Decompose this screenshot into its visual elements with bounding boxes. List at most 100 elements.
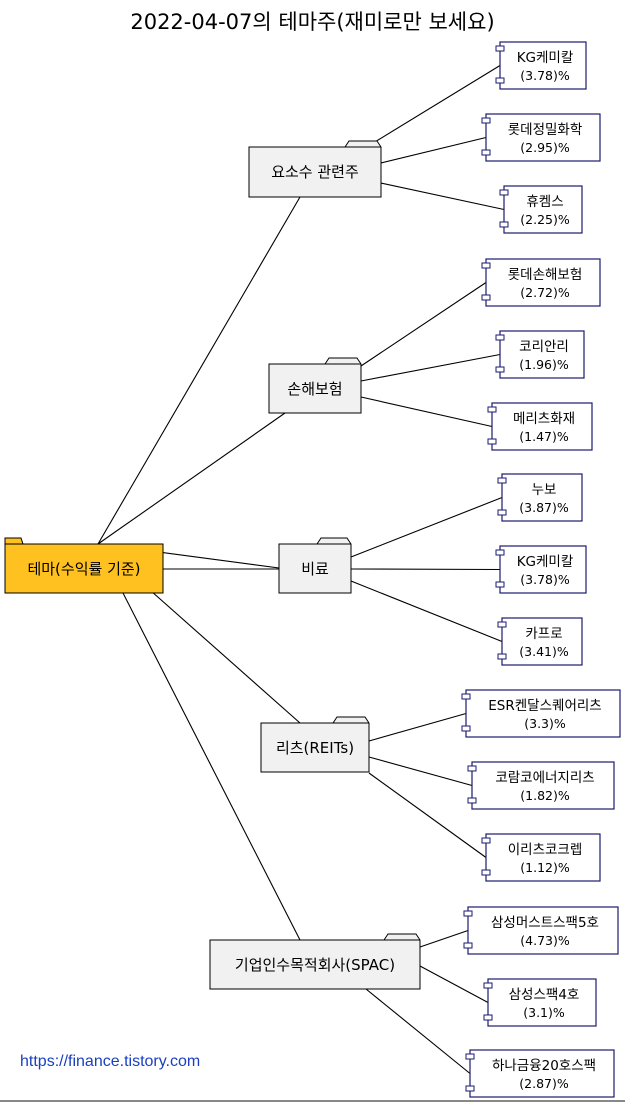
component-port-icon (497, 477, 507, 484)
component-port-icon (495, 581, 505, 588)
component-port-icon (481, 117, 491, 124)
stock-node: KG케미칼 (3.78)% (495, 41, 587, 90)
stock-return: (4.73)% (520, 933, 570, 948)
stock-box (487, 978, 597, 1027)
stock-name: 코리안리 (519, 339, 569, 355)
connector-root-to-theme (97, 412, 286, 545)
component-port-icon (481, 837, 491, 844)
connector-theme-to-stock (364, 65, 501, 149)
connector-theme-to-stock (350, 580, 503, 643)
component-port-icon (467, 765, 477, 772)
stock-box (501, 473, 583, 522)
component-port-icon (481, 869, 491, 876)
stock-box (491, 402, 593, 451)
component-port-icon (487, 406, 497, 413)
stock-name: 이리츠코크렙 (508, 842, 583, 858)
stock-box (503, 185, 583, 234)
root-box (4, 543, 164, 594)
stock-return: (2.87)% (519, 1076, 569, 1091)
connector-theme-to-stock (368, 712, 467, 742)
stock-node: 삼성스팩4호(3.1)% (483, 978, 597, 1027)
connector-theme-to-stock (380, 182, 505, 211)
stock-node: 삼성머스트스팩5호 (4.73)% (463, 906, 619, 955)
stock-name: 누보 (532, 482, 557, 498)
component-port-icon (499, 221, 509, 228)
folder-shape (278, 537, 352, 594)
stock-node: 롯데손해보험(2.72)% (481, 258, 601, 307)
folder-shape (209, 933, 421, 990)
theme-label: 비료 (301, 560, 329, 578)
stock-return: (2.95)% (520, 140, 570, 155)
component-port-icon (495, 77, 505, 84)
stock-node: 코리안리(1.96)% (495, 330, 585, 379)
theme-label: 리츠(REITs) (276, 739, 354, 757)
connector-root-to-theme (97, 543, 301, 941)
stock-node: 하나금융20호스팩 (2.87)% (465, 1049, 615, 1098)
component-port-icon (499, 189, 509, 196)
stock-box (499, 330, 585, 379)
component-port-icon (463, 942, 473, 949)
folder-shape (260, 716, 370, 773)
stock-return: (3.87)% (519, 500, 569, 515)
stock-name: 롯데손해보험 (508, 267, 583, 283)
stock-box (465, 689, 621, 738)
stock-box (499, 41, 587, 90)
root-node: 테마(수익률 기준) (4, 537, 164, 594)
stock-return: (1.82)% (520, 788, 570, 803)
stock-return: (3.78)% (520, 572, 570, 587)
stock-box (485, 113, 601, 162)
stock-return: (3.41)% (519, 644, 569, 659)
component-port-icon (495, 45, 505, 52)
component-port-icon (465, 1053, 475, 1060)
stock-name: ESR켄달스퀘어리츠 (488, 698, 601, 714)
source-link[interactable]: https://finance.tistory.com (20, 1053, 201, 1070)
stock-node: 누보 (3.87)% (497, 473, 583, 522)
stock-name: 카프로 (525, 626, 562, 642)
stock-name: 하나금융20호스팩 (492, 1058, 596, 1074)
stock-name: KG케미칼 (517, 50, 574, 66)
theme-node: 비료 (278, 537, 352, 594)
connector-theme-to-stock (368, 772, 487, 858)
stock-box (467, 906, 619, 955)
component-port-icon (483, 982, 493, 989)
stock-node: 메리츠화재(1.47)% (487, 402, 593, 451)
connector-theme-to-stock (360, 282, 487, 367)
stock-box (485, 258, 601, 307)
stock-name: 휴켐스 (526, 194, 563, 210)
component-port-icon (495, 366, 505, 373)
component-port-icon (497, 621, 507, 628)
connector-theme-to-stock (380, 136, 487, 164)
stock-name: 삼성머스트스팩5호 (491, 915, 599, 931)
stock-name: 코람코에너지리츠 (495, 770, 594, 786)
connector-theme-to-stock (419, 929, 469, 948)
stock-node: 휴켐스(2.25)% (499, 185, 583, 234)
stock-node: 코람코에너지리츠 (1.82)% (467, 761, 615, 810)
theme-node: 요소수 관련주 (248, 140, 382, 198)
connector-theme-to-stock (360, 396, 493, 428)
component-port-icon (495, 334, 505, 341)
stock-node: 카프로 (3.41)% (497, 617, 583, 666)
stock-name: 메리츠화재 (513, 411, 575, 427)
theme-label: 요소수 관련주 (271, 163, 359, 181)
folder-shape (268, 357, 362, 414)
stock-name: KG케미칼 (517, 554, 574, 570)
stock-box (485, 833, 601, 882)
stock-return: (3.3)% (524, 716, 566, 731)
component-port-icon (461, 693, 471, 700)
component-port-icon (465, 1085, 475, 1092)
connector-root-to-theme (97, 196, 301, 545)
component-port-icon (483, 1014, 493, 1021)
connector-theme-to-stock (368, 756, 473, 787)
component-port-icon (495, 549, 505, 556)
theme-node: 손해보험 (268, 357, 362, 414)
component-port-icon (467, 797, 477, 804)
stock-node: 이리츠코크렙(1.12)% (481, 833, 601, 882)
root-folder-tab (4, 537, 24, 545)
stock-node: 롯데정밀화학(2.95)% (481, 113, 601, 162)
connector-theme-to-stock (365, 988, 471, 1074)
stock-return: (3.78)% (520, 68, 570, 83)
diagram-title: 2022-04-07의 테마주(재미로만 보세요) (130, 10, 495, 34)
component-port-icon (481, 149, 491, 156)
bottom-divider (0, 1100, 625, 1102)
